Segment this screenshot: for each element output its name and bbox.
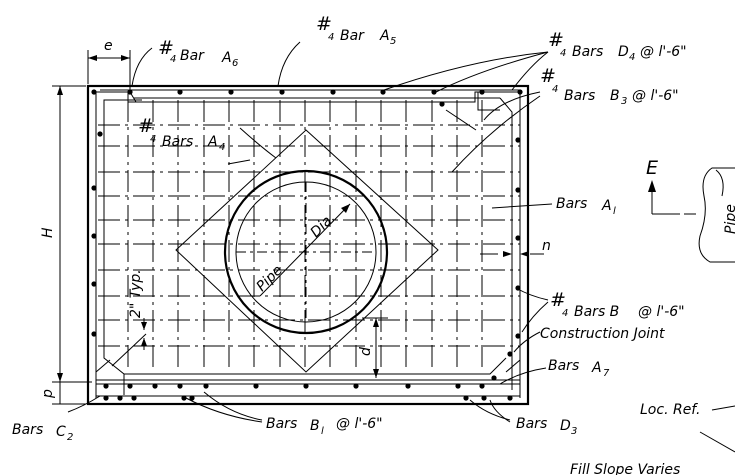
diamond-bars-a4: [175, 129, 439, 373]
label-bars-b3: # 4 Bars B 3 @ l'-6": [540, 65, 679, 107]
dimension-lines: [52, 50, 544, 405]
svg-text:7: 7: [603, 368, 610, 379]
svg-text:@ l'-6": @ l'-6": [640, 44, 687, 60]
svg-text:4: 4: [328, 32, 334, 43]
bar-section-dots: [91, 89, 523, 401]
vertical-bars: [127, 100, 483, 372]
svg-text:B: B: [310, 418, 320, 434]
svg-text:A: A: [207, 134, 218, 150]
label-construction-joint: Construction Joint: [540, 326, 665, 342]
dim-label-d: d: [358, 347, 374, 356]
svg-text:4: 4: [629, 52, 635, 63]
svg-text:4: 4: [562, 308, 568, 319]
svg-text:Bars: Bars: [572, 44, 603, 60]
svg-text:l: l: [613, 206, 616, 217]
label-pipe: Pipe: [254, 262, 286, 294]
svg-text:Bar: Bar: [340, 28, 365, 44]
svg-text:Bars: Bars: [548, 358, 579, 374]
svg-text:#: #: [548, 29, 564, 51]
svg-text:6: 6: [232, 58, 238, 69]
svg-text:Bars B: Bars B: [574, 304, 619, 320]
label-bars-b: # 4 Bars B @ l'-6": [550, 289, 685, 320]
label-section-e: E: [646, 157, 658, 179]
label-bars-d3: Bars D 3: [516, 416, 577, 437]
label-bars-d4: # 4 Bars D 4 @ l'-6": [548, 29, 687, 63]
headwall-outline: [86, 84, 530, 406]
svg-text:4: 4: [150, 134, 156, 145]
label-bars-a7: Bars A 7: [548, 358, 610, 379]
svg-text:l: l: [321, 426, 324, 437]
svg-text:Bars: Bars: [266, 416, 297, 432]
dim-label-p: p: [40, 389, 56, 399]
svg-text:D: D: [560, 418, 571, 434]
svg-text:B: B: [610, 88, 620, 104]
svg-text:#: #: [158, 37, 174, 59]
label-bar-a5: # 4 Bar A 5: [316, 13, 396, 47]
svg-text:2: 2: [67, 432, 73, 443]
label-fill-slope: Fill Slope Varies: [570, 462, 680, 475]
svg-text:4: 4: [170, 54, 176, 65]
svg-text:A: A: [221, 50, 232, 66]
svg-text:4: 4: [552, 84, 558, 95]
label-bars-a1: Bars A l: [556, 196, 616, 217]
pipe-opening: [223, 169, 389, 335]
svg-text:3: 3: [621, 96, 627, 107]
label-bars-c2: Bars C 2: [12, 422, 73, 443]
rebar-cage: [95, 89, 521, 398]
svg-text:A: A: [379, 28, 390, 44]
label-pipe-side: Pipe: [723, 204, 735, 234]
svg-text:Bars: Bars: [556, 196, 587, 212]
label-bars-b1: Bars B l @ l'-6": [266, 416, 383, 437]
label-loc-ref: Loc. Ref.: [640, 402, 700, 418]
horizontal-bars: [98, 124, 520, 347]
section-e-view: E Pipe: [646, 157, 735, 263]
label-bars-a4: # 4 Bars A 4: [138, 115, 225, 153]
dim-label-n: n: [542, 238, 551, 254]
svg-text:#: #: [540, 65, 556, 87]
dim-label-e: e: [104, 38, 113, 54]
leader-lines: [67, 41, 553, 423]
label-dia: Dia.: [308, 210, 339, 241]
dim-label-h: H: [40, 227, 56, 238]
svg-text:5: 5: [390, 36, 396, 47]
svg-text:4: 4: [219, 142, 225, 153]
svg-text:Bars: Bars: [162, 134, 193, 150]
svg-text:@ l'-6": @ l'-6": [638, 304, 685, 320]
svg-text:Bar: Bar: [180, 48, 205, 64]
svg-text:A: A: [601, 198, 612, 214]
svg-text:3: 3: [571, 426, 577, 437]
svg-text:Bars: Bars: [564, 88, 595, 104]
svg-text:#: #: [550, 289, 566, 311]
svg-text:#: #: [138, 115, 154, 137]
svg-text:@ l'-6": @ l'-6": [336, 416, 383, 432]
loc-ref: Loc. Ref. Fill Slope Varies: [570, 402, 735, 475]
svg-text:A: A: [591, 360, 602, 376]
svg-text:Bars: Bars: [12, 422, 43, 438]
svg-text:#: #: [316, 13, 332, 35]
svg-text:Bars: Bars: [516, 416, 547, 432]
svg-text:C: C: [56, 424, 66, 440]
label-bar-a6: # 4 Bar A 6: [158, 37, 238, 69]
dim-label-typ: 2" Typ.: [128, 269, 144, 318]
svg-text:@ l'-6": @ l'-6": [632, 88, 679, 104]
svg-text:4: 4: [560, 48, 566, 59]
svg-text:D: D: [618, 44, 629, 60]
